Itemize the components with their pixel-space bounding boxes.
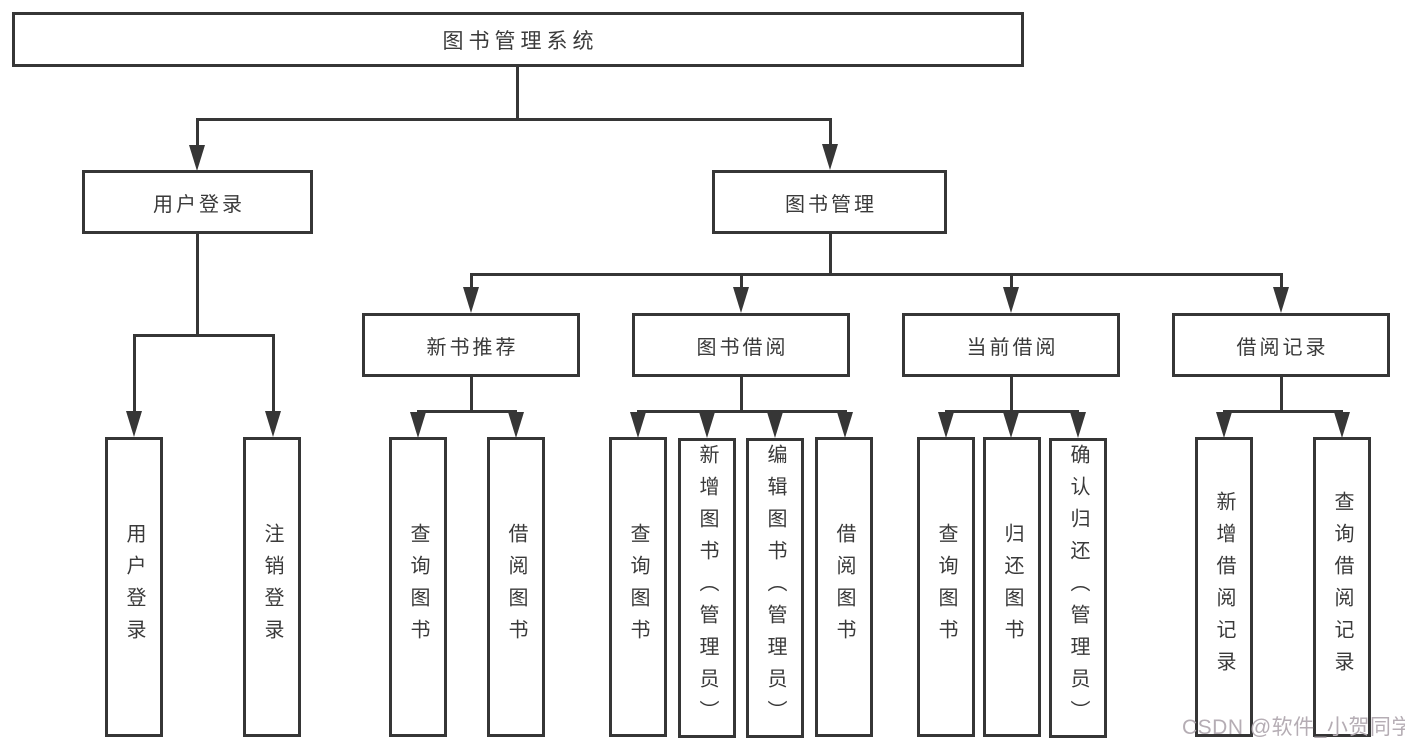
arrowhead-down-icon — [1334, 412, 1350, 438]
node-user-login: 用户登录 — [82, 170, 313, 234]
connector-book-mgmt-drop — [829, 118, 832, 148]
connector-book-borrow-drop — [740, 273, 743, 291]
connector-book-borrow-crossbar — [637, 410, 847, 413]
arrowhead-down-icon — [822, 144, 838, 170]
arrowhead-down-icon — [189, 145, 205, 171]
connector-user-login-crossbar — [133, 334, 275, 337]
connector-current-borrow-drop — [1010, 273, 1013, 291]
arrowhead-down-icon — [1070, 412, 1086, 438]
arrowhead-down-icon — [126, 411, 142, 437]
connector-root-stem — [516, 67, 519, 118]
node-leaf-borrow-book-2: 借阅图书 — [815, 437, 873, 737]
connector-leaf-user-login-drop — [133, 334, 136, 414]
node-leaf-query-book-2: 查询图书 — [609, 437, 667, 737]
node-leaf-confirm-return: 确认归还（管理员） — [1049, 438, 1107, 738]
arrowhead-down-icon — [463, 287, 479, 313]
node-leaf-query-record: 查询借阅记录 — [1313, 437, 1371, 737]
node-current-borrow: 当前借阅 — [902, 313, 1120, 377]
node-book-borrow: 图书借阅 — [632, 313, 850, 377]
connector-borrow-records-drop — [1280, 273, 1283, 291]
node-book-mgmt: 图书管理 — [712, 170, 947, 234]
node-leaf-add-book: 新增图书（管理员） — [678, 438, 736, 738]
connector-new-book-rec-stem — [470, 377, 473, 410]
node-leaf-user-login: 用户登录 — [105, 437, 163, 737]
connector-current-borrow-crossbar — [945, 410, 1079, 413]
arrowhead-down-icon — [508, 412, 524, 438]
node-leaf-add-record: 新增借阅记录 — [1195, 437, 1253, 737]
node-leaf-logout: 注销登录 — [243, 437, 301, 737]
node-leaf-return-book: 归还图书 — [983, 437, 1041, 737]
node-borrow-records: 借阅记录 — [1172, 313, 1390, 377]
csdn-watermark: CSDN @软件_小贺同学 — [1182, 716, 1405, 739]
arrowhead-down-icon — [1003, 412, 1019, 438]
arrowhead-down-icon — [265, 411, 281, 437]
node-leaf-query-book-3: 查询图书 — [917, 437, 975, 737]
connector-user-login-stem — [196, 234, 199, 334]
arrowhead-down-icon — [410, 412, 426, 438]
arrowhead-down-icon — [733, 287, 749, 313]
connector-current-borrow-stem — [1010, 377, 1013, 410]
connector-leaf-logout-drop — [272, 334, 275, 414]
connector-book-mgmt-crossbar — [470, 273, 1282, 276]
arrowhead-down-icon — [699, 412, 715, 438]
arrowhead-down-icon — [1273, 287, 1289, 313]
node-new-book-rec: 新书推荐 — [362, 313, 580, 377]
connector-new-book-rec-drop — [470, 273, 473, 291]
node-leaf-borrow-book-1: 借阅图书 — [487, 437, 545, 737]
connector-borrow-records-stem — [1280, 377, 1283, 410]
arrowhead-down-icon — [938, 412, 954, 438]
node-leaf-edit-book: 编辑图书（管理员） — [746, 438, 804, 738]
node-root: 图书管理系统 — [12, 12, 1024, 67]
node-leaf-query-book-1: 查询图书 — [389, 437, 447, 737]
arrowhead-down-icon — [1003, 287, 1019, 313]
connector-book-borrow-stem — [740, 377, 743, 410]
connector-borrow-records-crossbar — [1223, 410, 1343, 413]
arrowhead-down-icon — [767, 412, 783, 438]
arrowhead-down-icon — [837, 412, 853, 438]
connector-book-mgmt-stem — [829, 233, 832, 273]
connector-new-book-rec-crossbar — [417, 410, 517, 413]
connector-root-crossbar — [196, 118, 832, 121]
connector-user-login-drop — [196, 118, 199, 148]
arrowhead-down-icon — [1216, 412, 1232, 438]
arrowhead-down-icon — [630, 412, 646, 438]
